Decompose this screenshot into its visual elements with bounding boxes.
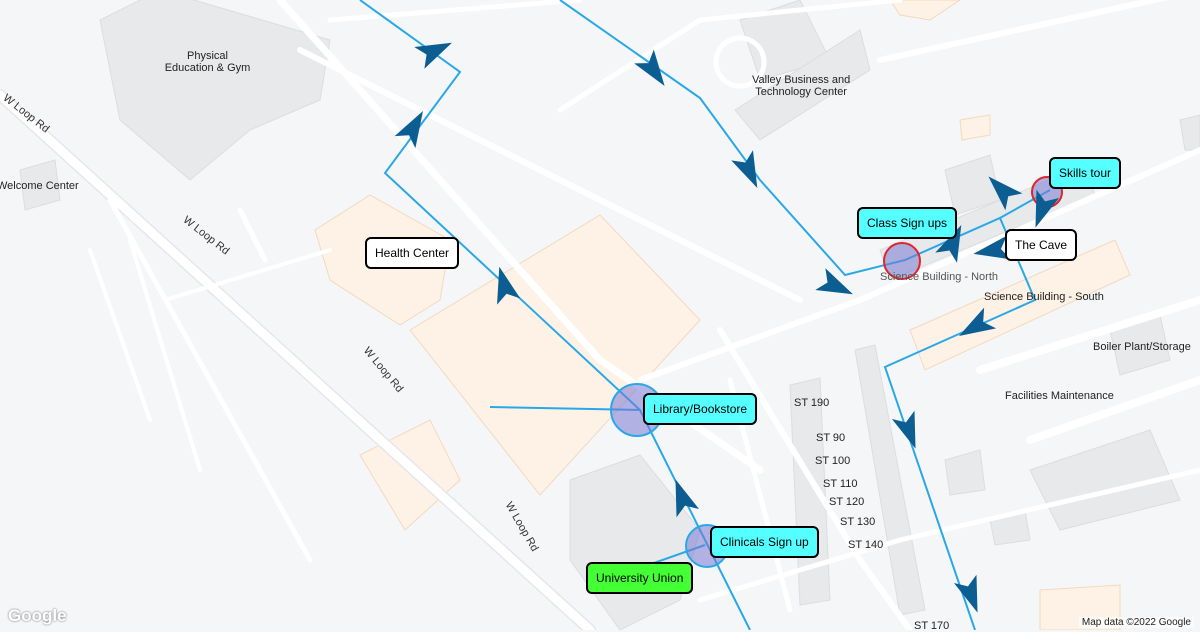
google-logo[interactable]: Google [8, 606, 67, 626]
marker-health-center[interactable]: Health Center [365, 237, 459, 269]
place-label: Science Building - North [880, 271, 998, 283]
place-label: Science Building - South [984, 291, 1104, 303]
place-label: ST 100 [815, 455, 850, 467]
place-label: ST 190 [794, 397, 829, 409]
place-label: ST 90 [816, 432, 845, 444]
marker-skills-tour[interactable]: Skills tour [1049, 157, 1121, 189]
marker-library-bookstore[interactable]: Library/Bookstore [643, 393, 757, 425]
place-label: Valley Business and Technology Center [752, 74, 850, 98]
arrow-icon [414, 32, 457, 69]
place-label: ST 140 [848, 539, 883, 551]
arrow-icon [731, 150, 768, 193]
place-label: Boiler Plant/Storage [1093, 341, 1191, 353]
place-label: ST 110 [823, 478, 857, 490]
place-label: Welcome Center [0, 180, 79, 192]
place-label: ST 120 [829, 496, 864, 508]
marker-university-union[interactable]: University Union [586, 562, 693, 594]
arrow-icon [892, 411, 927, 453]
marker-class-sign-ups[interactable]: Class Sign ups [857, 207, 957, 239]
marker-the-cave[interactable]: The Cave [1005, 229, 1077, 261]
place-label: Physical Education & Gym [160, 50, 255, 74]
marker-clinicals-sign-up[interactable]: Clinicals Sign up [710, 526, 819, 558]
map-attribution[interactable]: Map data ©2022 Google [1079, 617, 1194, 628]
place-label: ST 170 [914, 620, 949, 632]
place-label: Facilities Maintenance [1005, 390, 1114, 402]
place-label: ST 130 [840, 516, 875, 528]
